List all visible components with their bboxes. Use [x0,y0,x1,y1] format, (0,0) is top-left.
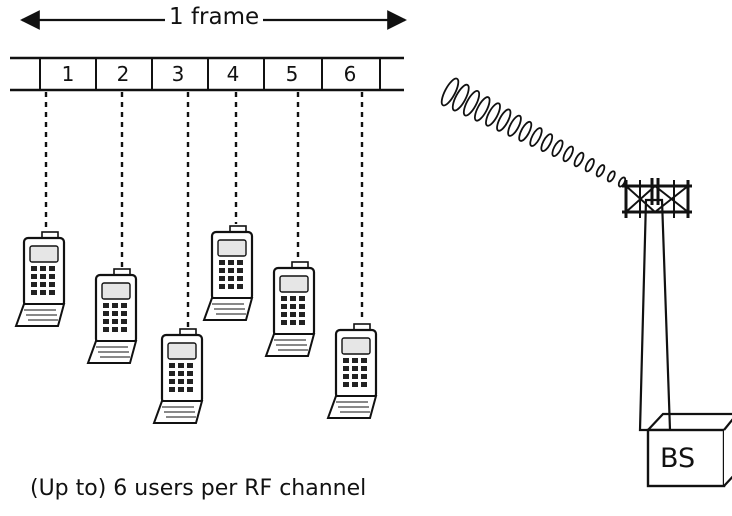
slot-number-5: 5 [285,62,299,86]
slot-number-2: 2 [116,62,130,86]
handset-icon [202,225,254,321]
handset-icon [152,328,204,424]
handset-icon [326,323,378,419]
radio-tower-icon [622,178,732,488]
diagram-caption: (Up to) 6 users per RF channel [30,476,367,501]
handset-icon [86,268,138,364]
handset-icon [14,231,66,327]
slot-links [44,92,364,327]
slot-number-1: 1 [61,62,75,86]
radio-wave-icon [440,77,627,188]
frame-bar [10,56,404,92]
slot-number-4: 4 [226,62,240,86]
handset-icon [264,261,316,357]
slot-number-3: 3 [171,62,185,86]
slot-dividers [39,58,381,90]
slot-number-6: 6 [343,62,357,86]
base-station-label: BS [660,443,696,474]
frame-label: 1 frame [165,4,264,30]
handsets [14,225,378,424]
